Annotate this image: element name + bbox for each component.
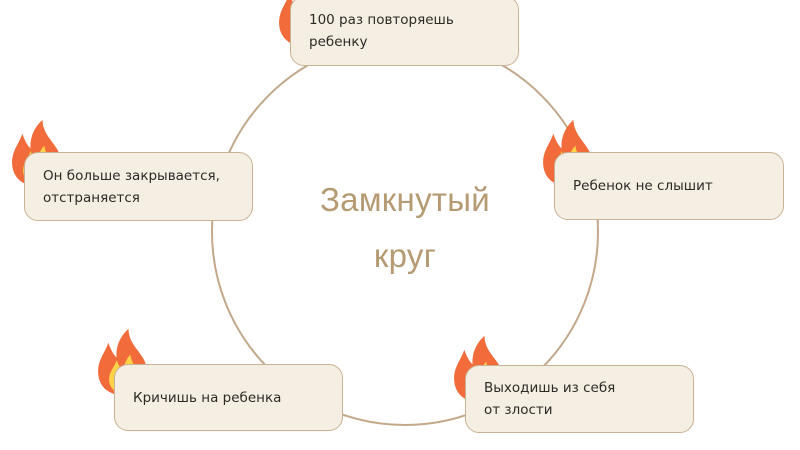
cycle-step-losing-temper: Выходишь из себя от злости xyxy=(465,365,694,433)
cycle-step-withdrawing: Он больше закрывается, отстраняется xyxy=(24,152,253,221)
diagram-title-line: круг xyxy=(373,237,437,274)
step-label: Выходишь из себя от злости xyxy=(484,380,616,418)
cycle-step-shouting: Кричишь на ребенка xyxy=(114,364,343,431)
step-label: Ребенок не слышит xyxy=(573,178,713,194)
step-label: 100 раз повторяешь ребенку xyxy=(309,12,454,50)
cycle-step-repeat: 100 раз повторяешь ребенку xyxy=(290,0,519,66)
cycle-step-not-hearing: Ребенок не слышит xyxy=(554,152,784,220)
step-label: Кричишь на ребенка xyxy=(133,389,282,406)
step-label: Он больше закрывается, отстраняется xyxy=(43,167,220,206)
diagram-title-line: Замкнутый xyxy=(319,181,491,218)
diagram-title: Замкнутый круг xyxy=(275,172,535,284)
